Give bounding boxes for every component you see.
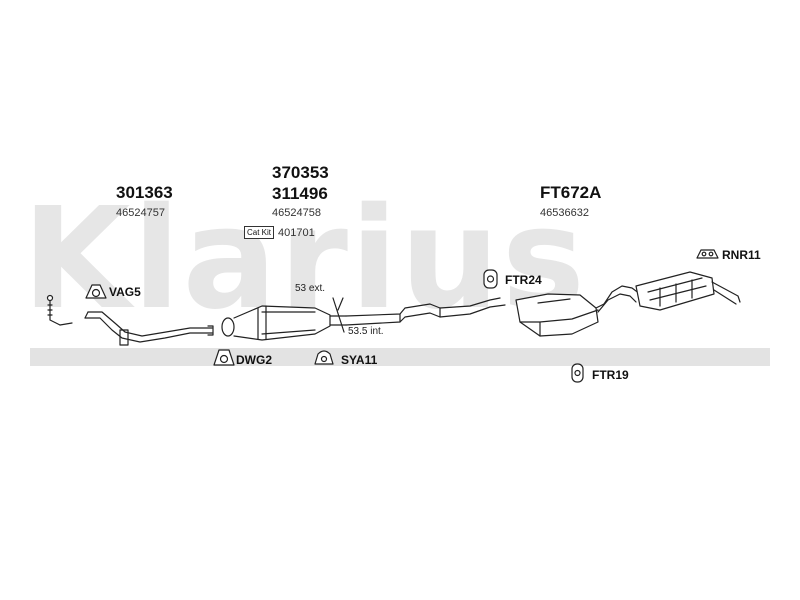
catalytic-converter-drawing[interactable] xyxy=(221,297,347,341)
fitting-label-ftr24[interactable]: FTR24 xyxy=(505,273,542,287)
rear-silencer-drawing[interactable] xyxy=(597,271,741,313)
dimension-int: 53.5 int. xyxy=(348,326,384,337)
front-pipe-part-number[interactable]: 301363 xyxy=(116,183,173,202)
front-pipe-oem-number: 46524757 xyxy=(116,207,165,219)
centre-silencer-drawing[interactable] xyxy=(515,293,605,337)
catalyst-oem-number: 46524758 xyxy=(272,207,321,219)
fitting-label-rnr11[interactable]: RNR11 xyxy=(722,248,761,262)
catalyst-part-number-b[interactable]: 311496 xyxy=(272,184,328,203)
fitting-label-vag5[interactable]: VAG5 xyxy=(109,285,141,299)
dimension-ext: 53 ext. xyxy=(295,283,326,294)
ftr24-mount-icon[interactable] xyxy=(483,269,498,289)
centre-pipe-drawing[interactable] xyxy=(345,297,506,326)
ftr19-mount-icon[interactable] xyxy=(571,363,584,383)
rnr11-rubber-icon[interactable] xyxy=(696,249,719,259)
fitting-label-dwg2[interactable]: DWG2 xyxy=(236,353,272,367)
vag5-gasket-icon[interactable] xyxy=(85,284,107,299)
cat-kit-label: Cat Kit xyxy=(244,226,275,240)
catalyst-part-number-a[interactable]: 370353 xyxy=(272,163,329,182)
cat-kit-number[interactable]: 401701 xyxy=(278,226,315,239)
klarius-watermark: Klarius xyxy=(22,178,587,341)
dwg2-gasket-icon[interactable] xyxy=(213,349,235,366)
rear-section-oem-number: 46536632 xyxy=(540,207,589,219)
front-pipe-drawing[interactable] xyxy=(46,294,214,346)
fitting-label-ftr19[interactable]: FTR19 xyxy=(592,368,629,382)
fitting-label-sya11[interactable]: SYA11 xyxy=(341,353,378,367)
rear-section-part-number[interactable]: FT672A xyxy=(540,183,602,202)
sya11-clamp-icon[interactable] xyxy=(314,350,334,365)
